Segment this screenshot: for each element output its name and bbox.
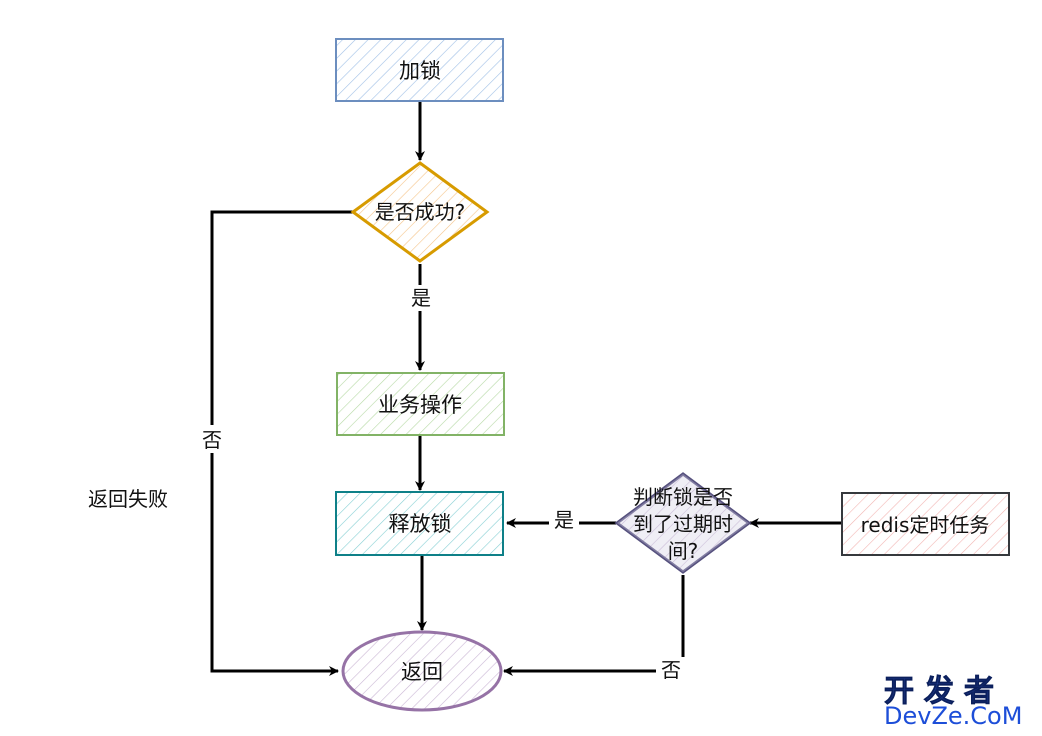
node-release[interactable]: 释放锁 xyxy=(335,491,504,556)
node-lock[interactable]: 加锁 xyxy=(335,38,504,102)
label-no-expired: 否 xyxy=(661,658,681,682)
node-expire-check-line-1: 判断锁是否 xyxy=(633,485,733,509)
label-bg-yes-success xyxy=(405,285,435,311)
node-business[interactable]: 业务操作 xyxy=(336,372,505,436)
watermark-logo: 开发者 DevZe.CoM xyxy=(882,666,1034,730)
node-redis-task-label: redis定时任务 xyxy=(861,513,990,537)
node-expire-check-line-2: 到了过期时 xyxy=(633,512,733,536)
node-return-label: 返回 xyxy=(401,660,443,684)
node-lock-label: 加锁 xyxy=(399,59,441,83)
node-business-label: 业务操作 xyxy=(378,393,462,417)
watermark-cn: 开发者 xyxy=(884,674,1004,710)
node-return[interactable]: 返回 xyxy=(341,630,503,712)
label-yes-success: 是 xyxy=(411,286,431,310)
edge-check-fail-to-return xyxy=(210,210,353,676)
node-success-check[interactable]: 是否成功? xyxy=(350,161,490,263)
node-redis-task[interactable]: redis定时任务 xyxy=(841,492,1010,556)
label-bg-yes-expired xyxy=(549,508,579,534)
edges xyxy=(210,101,841,676)
node-success-check-label: 是否成功? xyxy=(375,200,466,224)
label-bg-no-expired xyxy=(656,657,686,683)
node-release-label: 释放锁 xyxy=(389,512,452,536)
label-bg-no-success xyxy=(198,425,226,453)
label-yes-expired: 是 xyxy=(554,508,574,532)
label-no-success: 否 xyxy=(202,428,222,452)
edge-expire-no-to-return xyxy=(503,575,685,676)
node-expire-check[interactable]: 判断锁是否 到了过期时 间? xyxy=(614,472,752,574)
node-expire-check-line-3: 间? xyxy=(668,539,699,563)
watermark-en: DevZe.CoM xyxy=(884,702,1023,730)
label-return-fail: 返回失败 xyxy=(88,487,168,511)
